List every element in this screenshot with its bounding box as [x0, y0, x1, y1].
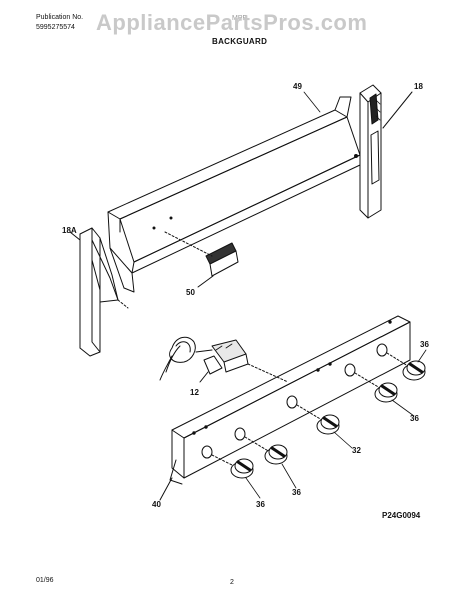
callout-12: 12: [190, 388, 199, 397]
knob-1: [211, 454, 254, 479]
bracket-part-50: [164, 231, 239, 288]
callout-36-bottom: 36: [256, 500, 265, 509]
knob-2: [244, 436, 288, 465]
end-cap-part-18: [359, 84, 413, 219]
switch-harness-part-12: [159, 336, 289, 383]
control-panel-part-40: [159, 315, 411, 501]
callout-50: 50: [186, 288, 195, 297]
backguard-panel-part-49: [107, 96, 361, 293]
watermark: AppliancePartsPros.com: [96, 10, 368, 35]
callout-36-middle: 36: [292, 488, 301, 497]
callout-40: 40: [152, 500, 161, 509]
model-number: MPF: [232, 15, 247, 22]
knob-3: [296, 404, 340, 435]
callout-18a: 18A: [62, 226, 77, 235]
callout-36-top: 36: [420, 340, 429, 349]
knob-5: [386, 352, 426, 381]
footer-date: 01/96: [36, 577, 54, 584]
control-knobs: [211, 352, 426, 479]
callout-49: 49: [293, 82, 302, 91]
page-number: 2: [230, 579, 234, 586]
knob-4: [354, 372, 398, 403]
drawing-code: P24G0094: [382, 511, 421, 520]
callout-leaders: [245, 91, 427, 499]
callout-18: 18: [414, 82, 423, 91]
callout-36-right: 36: [410, 414, 419, 423]
publication-label: Publication No.: [36, 14, 84, 21]
section-title: BACKGUARD: [212, 37, 268, 46]
publication-number: 5995275574: [36, 24, 75, 31]
end-cap-part-18a: [69, 227, 129, 357]
callout-32: 32: [352, 446, 361, 455]
